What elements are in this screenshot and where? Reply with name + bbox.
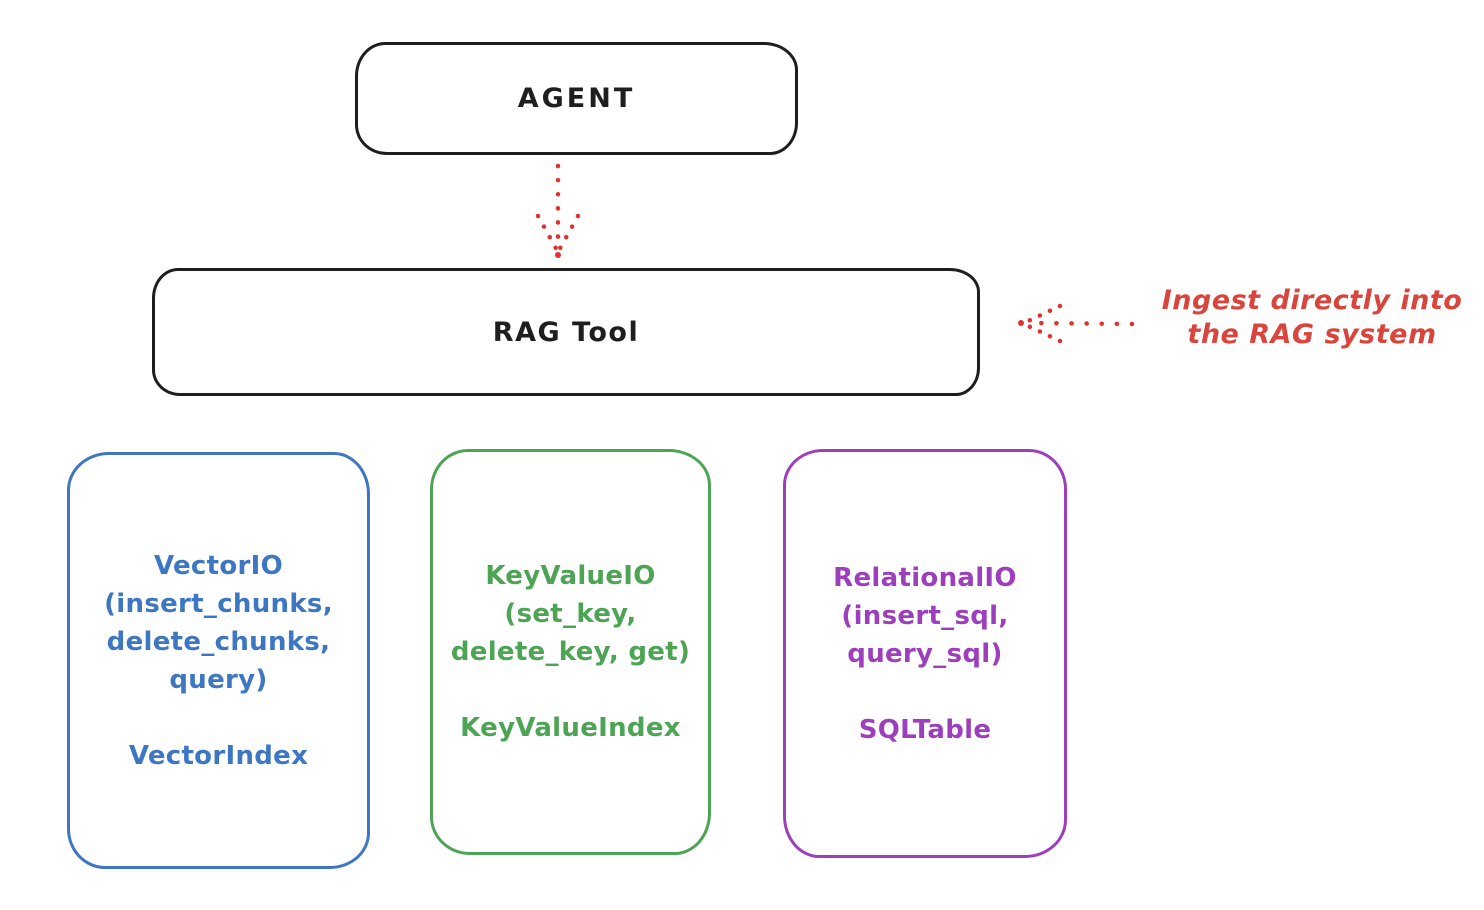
sql-table-label: SQLTable [858, 714, 992, 745]
agent-to-rag-arrow-icon [535, 163, 581, 258]
store-line: (set_key, [504, 599, 637, 629]
relational-io-box: RelationalIO (insert_sql, query_sql) SQL… [783, 449, 1067, 858]
agent-label: AGENT [517, 83, 636, 114]
keyvalue-io-box: KeyValueIO (set_key, delete_key, get) Ke… [430, 449, 711, 855]
store-line: delete_key, get) [450, 637, 691, 667]
store-line: (insert_chunks, [104, 588, 333, 619]
ingest-annotation: Ingest directly into the RAG system [1140, 284, 1484, 352]
store-line: RelationalIO [833, 562, 1017, 593]
ingest-annotation-line1: Ingest directly into [1161, 285, 1463, 316]
ingest-annotation-line2: the RAG system [1187, 319, 1437, 350]
store-line: KeyValueIO [485, 561, 656, 591]
keyvalue-index-label: KeyValueIndex [460, 713, 681, 743]
rag-tool-box: RAG Tool [152, 268, 980, 396]
relational-io-lines: RelationalIO (insert_sql, query_sql) [833, 559, 1017, 673]
agent-box: AGENT [355, 42, 798, 155]
vector-index-label: VectorIndex [128, 740, 309, 771]
store-line: VectorIO [153, 550, 284, 581]
vector-io-lines: VectorIO (insert_chunks, delete_chunks, … [104, 547, 333, 699]
rag-tool-label: RAG Tool [492, 316, 640, 348]
store-line: query_sql) [847, 638, 1003, 669]
ingest-arrow-icon [1018, 303, 1135, 344]
store-line: (insert_sql, [841, 600, 1009, 631]
keyvalue-io-lines: KeyValueIO (set_key, delete_key, get) [451, 557, 690, 671]
store-line: delete_chunks, [106, 626, 331, 657]
store-line: query) [169, 664, 268, 695]
vector-io-box: VectorIO (insert_chunks, delete_chunks, … [67, 452, 370, 869]
